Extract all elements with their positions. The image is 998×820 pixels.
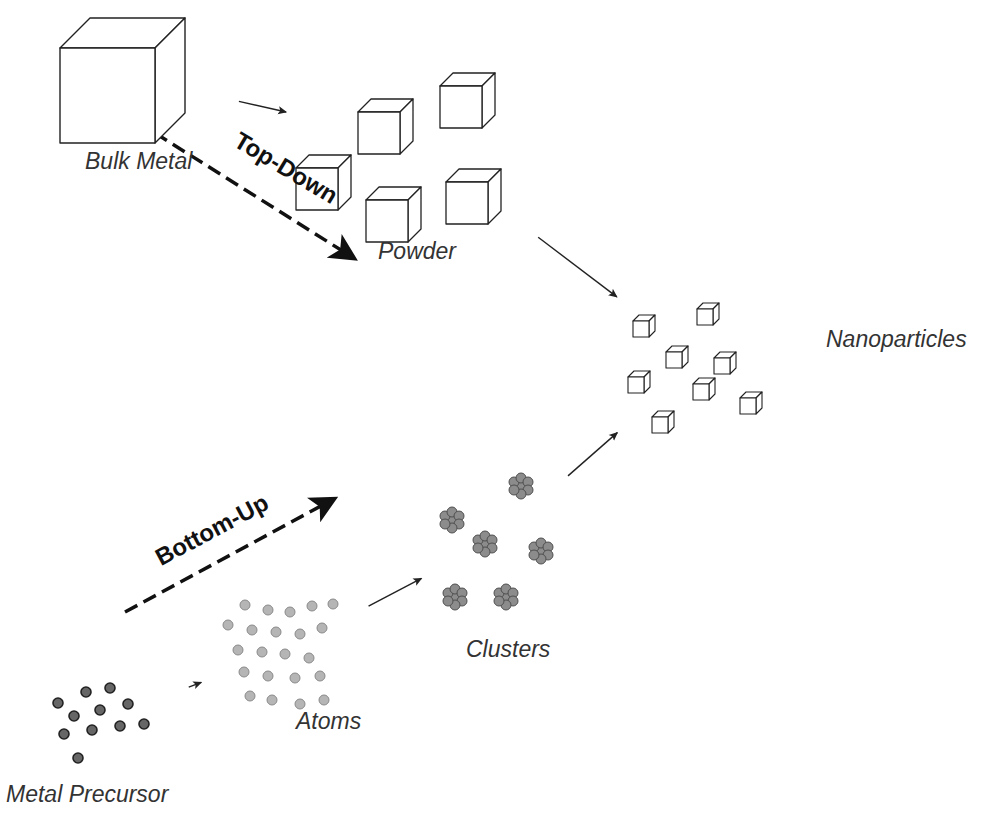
flow-arrow (369, 578, 422, 606)
precursor-dot (139, 719, 149, 729)
atom-dot (307, 601, 317, 611)
atom-dot (290, 673, 300, 683)
stage-label: Bulk Metal (85, 148, 192, 174)
stage-node: Bulk Metal (55, 15, 235, 180)
atom-dot (263, 605, 273, 615)
cube (740, 392, 762, 414)
stage-label: Atoms (296, 708, 361, 734)
atom-dot (240, 600, 250, 610)
atom-dot (328, 599, 338, 609)
stage-label: Nanoparticles (826, 326, 967, 352)
atom-dot (304, 653, 314, 663)
stage-node: Clusters (425, 465, 565, 675)
precursor-dot (53, 698, 63, 708)
cube (366, 187, 421, 242)
atom-dot (257, 647, 267, 657)
flow-arrow (189, 682, 202, 687)
cluster (473, 531, 497, 557)
cube (666, 346, 688, 368)
cube (693, 378, 715, 400)
atom-dot (317, 623, 327, 633)
atom-dot (271, 627, 281, 637)
atom-dot (285, 607, 295, 617)
cluster (443, 584, 467, 610)
atom-dot (233, 645, 243, 655)
atom-dot (280, 649, 290, 659)
cube (358, 99, 413, 154)
atom-dot (315, 671, 325, 681)
cube (628, 371, 650, 393)
flow-arrow (568, 433, 617, 476)
flow-arrow (239, 101, 286, 112)
stage-label: Clusters (466, 636, 550, 662)
cube (633, 315, 655, 337)
stage-node: Atoms (205, 595, 365, 755)
stage-node: Nanoparticles (620, 295, 990, 430)
cube (440, 73, 495, 128)
cluster (440, 507, 464, 533)
precursor-dot (115, 721, 125, 731)
atom-dot (263, 671, 273, 681)
precursor-dot (87, 725, 97, 735)
cluster (494, 584, 518, 610)
stage-label: Metal Precursor (6, 781, 168, 807)
precursor-dot (123, 699, 133, 709)
flow-arrow (538, 237, 617, 297)
atom-dot (239, 667, 249, 677)
precursor-dot (81, 687, 91, 697)
particle-group (53, 473, 553, 763)
atom-dot (295, 629, 305, 639)
cluster (529, 538, 553, 564)
direction-label: Bottom-Up (151, 489, 273, 571)
cube (652, 411, 674, 433)
atom-dot (319, 695, 329, 705)
cube (697, 303, 719, 325)
atom-dot (223, 620, 233, 630)
atom-dot (295, 699, 305, 709)
stage-label: Powder (378, 238, 456, 264)
atom-dot (245, 691, 255, 701)
cube (60, 18, 185, 143)
stage-node: Metal Precursor (5, 665, 185, 815)
cube (446, 169, 501, 224)
cluster (509, 473, 533, 499)
cube (714, 352, 736, 374)
cube-group (60, 18, 762, 433)
atom-dot (267, 695, 277, 705)
precursor-dot (105, 683, 115, 693)
precursor-dot (95, 705, 105, 715)
precursor-dot (59, 729, 69, 739)
precursor-dot (69, 711, 79, 721)
stage-node: Powder (290, 50, 535, 275)
precursor-dot (73, 753, 83, 763)
atom-dot (247, 625, 257, 635)
